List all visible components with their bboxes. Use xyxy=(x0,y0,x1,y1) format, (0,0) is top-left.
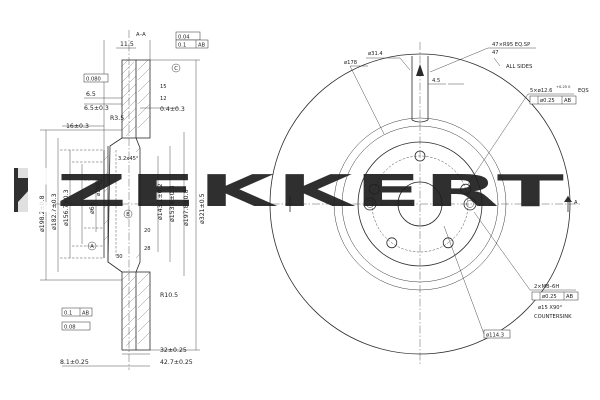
diameter-dimension-lines xyxy=(40,40,200,367)
svg-text:C: C xyxy=(174,66,178,72)
dim-v32: 32 xyxy=(96,180,103,186)
dim-v28: 28 xyxy=(144,246,151,252)
tolerance-frame-low: 0.1 AB xyxy=(61,307,93,317)
face-view: ø31.4 ø178 47×R95 EQ.SP 47 ALL SIDES 4.5… xyxy=(258,42,589,366)
datum-a-marker: A xyxy=(87,241,97,251)
svg-text:0.08: 0.08 xyxy=(64,325,76,331)
dim-holes-eqs: EQS xyxy=(578,88,589,94)
dim-holes-tol: +0.25 0 xyxy=(556,85,571,89)
svg-text:AB: AB xyxy=(198,43,206,49)
dim-hub: 8.1±0.25 xyxy=(60,359,89,366)
dim-d153: ø153.6±0.3 xyxy=(169,185,176,222)
section-label: A–A xyxy=(136,32,146,38)
dim-thickness: 32±0.25 xyxy=(160,347,187,354)
holes-position-frame: ø0.25 AB xyxy=(529,95,577,105)
dim-step: 0.4±0.3 xyxy=(160,106,185,113)
svg-text:0.04: 0.04 xyxy=(178,35,190,41)
dim-vents: 47×R95 EQ.SP xyxy=(492,42,530,48)
datum-c-marker: C xyxy=(171,63,181,73)
svg-text:0.080: 0.080 xyxy=(86,77,101,83)
tolerance-frame-parallel: 0.080 xyxy=(83,73,109,83)
svg-text:AB: AB xyxy=(566,294,574,300)
svg-text:B: B xyxy=(126,212,130,218)
section-datum-label: A xyxy=(574,200,578,206)
svg-text:ø0.25: ø0.25 xyxy=(540,98,555,104)
dim-v20: 20 xyxy=(144,228,151,234)
threads-position-frame: ø0.25 AB xyxy=(531,291,579,301)
dim-r105: R10.5 xyxy=(160,292,178,299)
svg-text:0.1: 0.1 xyxy=(178,43,186,49)
brand-logo: ZEKKERT xyxy=(14,166,566,217)
svg-text:ø0.25: ø0.25 xyxy=(542,294,557,300)
svg-text:0.1: 0.1 xyxy=(64,311,72,317)
section-cut-arrows: A xyxy=(289,196,578,212)
tolerance-frame-parallel-low: 0.08 xyxy=(61,321,91,331)
dim-d156: ø156.7±0.3 xyxy=(63,189,70,226)
threaded-holes xyxy=(363,197,477,211)
dim-d143: ø143.1±0.2 xyxy=(157,183,164,220)
dim-n15: 15 xyxy=(160,84,167,90)
vent-slot xyxy=(411,56,429,123)
dim-width-top: 11.5 xyxy=(120,41,134,48)
dim-hat-depth: 16±0.3 xyxy=(66,123,89,130)
dim-d314: ø31.4 xyxy=(368,51,383,57)
dim-d197: ø197.8±0.8 xyxy=(183,189,190,226)
dim-all-sides: ALL SIDES xyxy=(506,64,532,70)
disc-section-bottom xyxy=(121,271,151,351)
svg-text:AB: AB xyxy=(82,311,90,317)
dim-countersink: COUNTERSINK xyxy=(534,314,572,320)
dim-v30: 30 xyxy=(116,254,123,260)
dim-d198: ø198.2±0.8 xyxy=(39,195,46,232)
dim-d182b: ø182 xyxy=(96,183,102,196)
dim-chamfer: 3.2x45° xyxy=(118,156,139,162)
dim-gap: 4.5 xyxy=(432,78,440,84)
svg-text:ø114.3: ø114.3 xyxy=(486,333,504,339)
dim-threads: 2×M8–6H xyxy=(534,284,559,290)
dim-r35: R3.5 xyxy=(110,115,124,122)
datum-b-marker: B xyxy=(123,209,133,219)
dim-n12: 12 xyxy=(160,96,167,102)
dim-offset-a: 6.5 xyxy=(86,91,96,98)
svg-text:A: A xyxy=(90,244,94,250)
tolerance-frame-top: 0.04 xyxy=(175,31,201,41)
dim-d178: ø178 xyxy=(344,60,357,66)
disc-section-top xyxy=(121,59,151,139)
dim-vents-count: 47 xyxy=(492,50,499,56)
dim-d321: ø321±0.5 xyxy=(199,193,206,224)
dim-d68: ø68 xyxy=(89,202,96,214)
dim-d182: ø182.7±0.3 xyxy=(51,193,58,230)
brand-logo-mark xyxy=(14,168,52,212)
dim-holes: 5×ø12.6 xyxy=(530,88,552,94)
svg-text:AB: AB xyxy=(564,98,572,104)
section-view: ø198.2±0.8 ø182.7±0.3 ø156.7±0.3 ø68 ø14… xyxy=(39,30,209,370)
dim-offset-b: 6.5±0.3 xyxy=(84,105,109,112)
dim-csk: ø15 X90° xyxy=(538,305,563,311)
dim-height: 42.7±0.25 xyxy=(160,359,193,366)
tolerance-frame-runout: 0.1 AB xyxy=(175,39,209,49)
brand-logo-text: ZEKKERT xyxy=(56,166,566,217)
d1143-label: ø114.3 xyxy=(483,329,511,339)
